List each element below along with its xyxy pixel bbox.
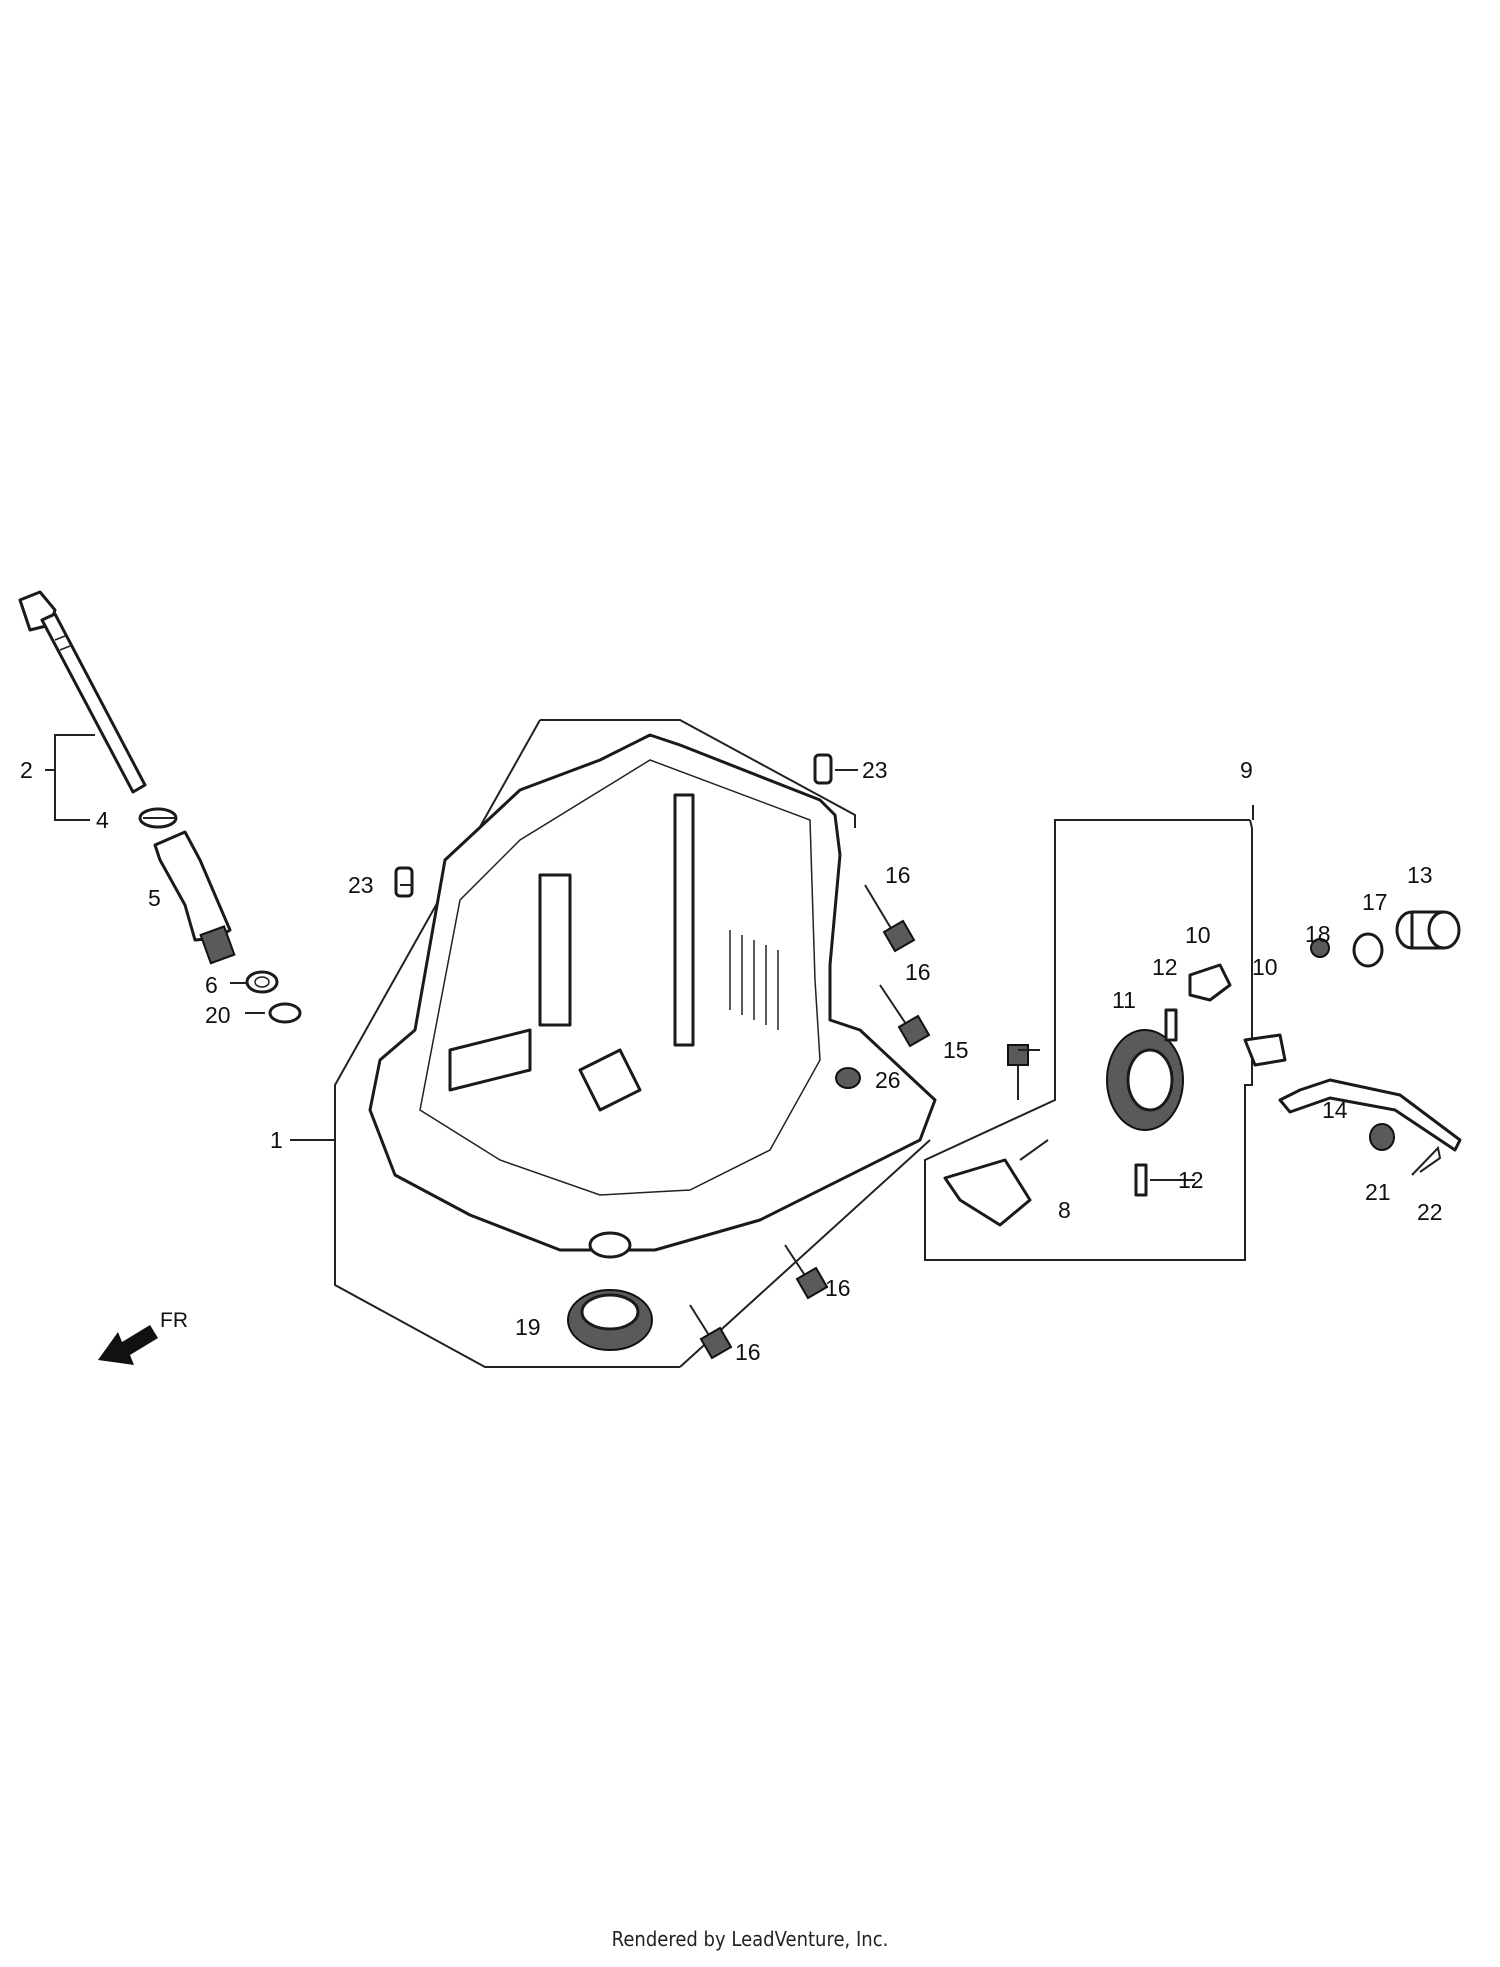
front-arrow-icon [98,1325,158,1365]
callout-16-d: 16 [735,1339,761,1365]
callout-23-right: 23 [862,757,888,783]
callout-12-b: 12 [1178,1167,1204,1193]
callout-2: 2 [20,757,33,783]
governor-arm-14 [1278,1078,1462,1152]
part-2-bracket [45,734,95,821]
washer-20 [268,1002,302,1024]
oil-seal [567,1289,653,1351]
pin-12a [1164,1008,1178,1042]
dipstick [18,590,147,794]
callout-4: 4 [96,807,109,833]
bolt-16c [784,1244,829,1300]
callout-11: 11 [1112,987,1136,1013]
dowel-pin-23b [813,753,833,785]
governor-gear [1106,1029,1184,1131]
callout-16-b: 16 [905,959,931,985]
callout-17: 17 [1362,889,1388,915]
governor-holder [943,1139,1049,1227]
callout-26: 26 [875,1067,901,1093]
bolt-16a [864,884,916,953]
clip-22 [1411,1145,1442,1176]
callout-10-a: 10 [1185,922,1211,948]
callout-16-a: 16 [885,862,911,888]
oil-filler-pipe [153,830,236,965]
part-9-outline [924,805,1254,1261]
callout-22: 22 [1417,1199,1443,1225]
bolt-16d [689,1304,733,1360]
callout-15: 15 [943,1037,969,1063]
callout-20: 20 [205,1002,231,1028]
washer-17 [1352,932,1384,968]
callout-21: 21 [1365,1179,1391,1205]
pin-12b [1134,1163,1148,1197]
crankcase-cover [368,733,937,1259]
callout-1: 1 [270,1127,283,1153]
callout-8: 8 [1058,1197,1071,1223]
callout-14: 14 [1322,1097,1348,1123]
callout-13: 13 [1407,862,1433,888]
part-6 [245,970,279,994]
callout-6: 6 [205,972,218,998]
bolt-16b [879,984,931,1048]
front-direction-label: FR [160,1309,188,1332]
governor-weight-a [1188,963,1232,1002]
dowel-pin-23a [394,866,414,898]
callout-18: 18 [1305,921,1331,947]
nut-18 [1310,938,1330,958]
leader-lines [143,769,1195,1181]
callout-16-c: 16 [825,1275,851,1301]
callout-19: 19 [515,1314,541,1340]
governor-weight-b [1243,1033,1287,1067]
callout-10-b: 10 [1252,954,1278,980]
callout-23-left: 23 [348,872,374,898]
callout-9: 9 [1240,757,1253,783]
footer-credit: Rendered by LeadVenture, Inc. [611,1927,889,1951]
plug-26 [835,1067,861,1089]
washer-21 [1369,1123,1395,1151]
callout-12-a: 12 [1152,954,1178,980]
callout-5: 5 [148,885,161,911]
shaft-13 [1395,910,1461,950]
bolt-15 [1007,1044,1029,1100]
